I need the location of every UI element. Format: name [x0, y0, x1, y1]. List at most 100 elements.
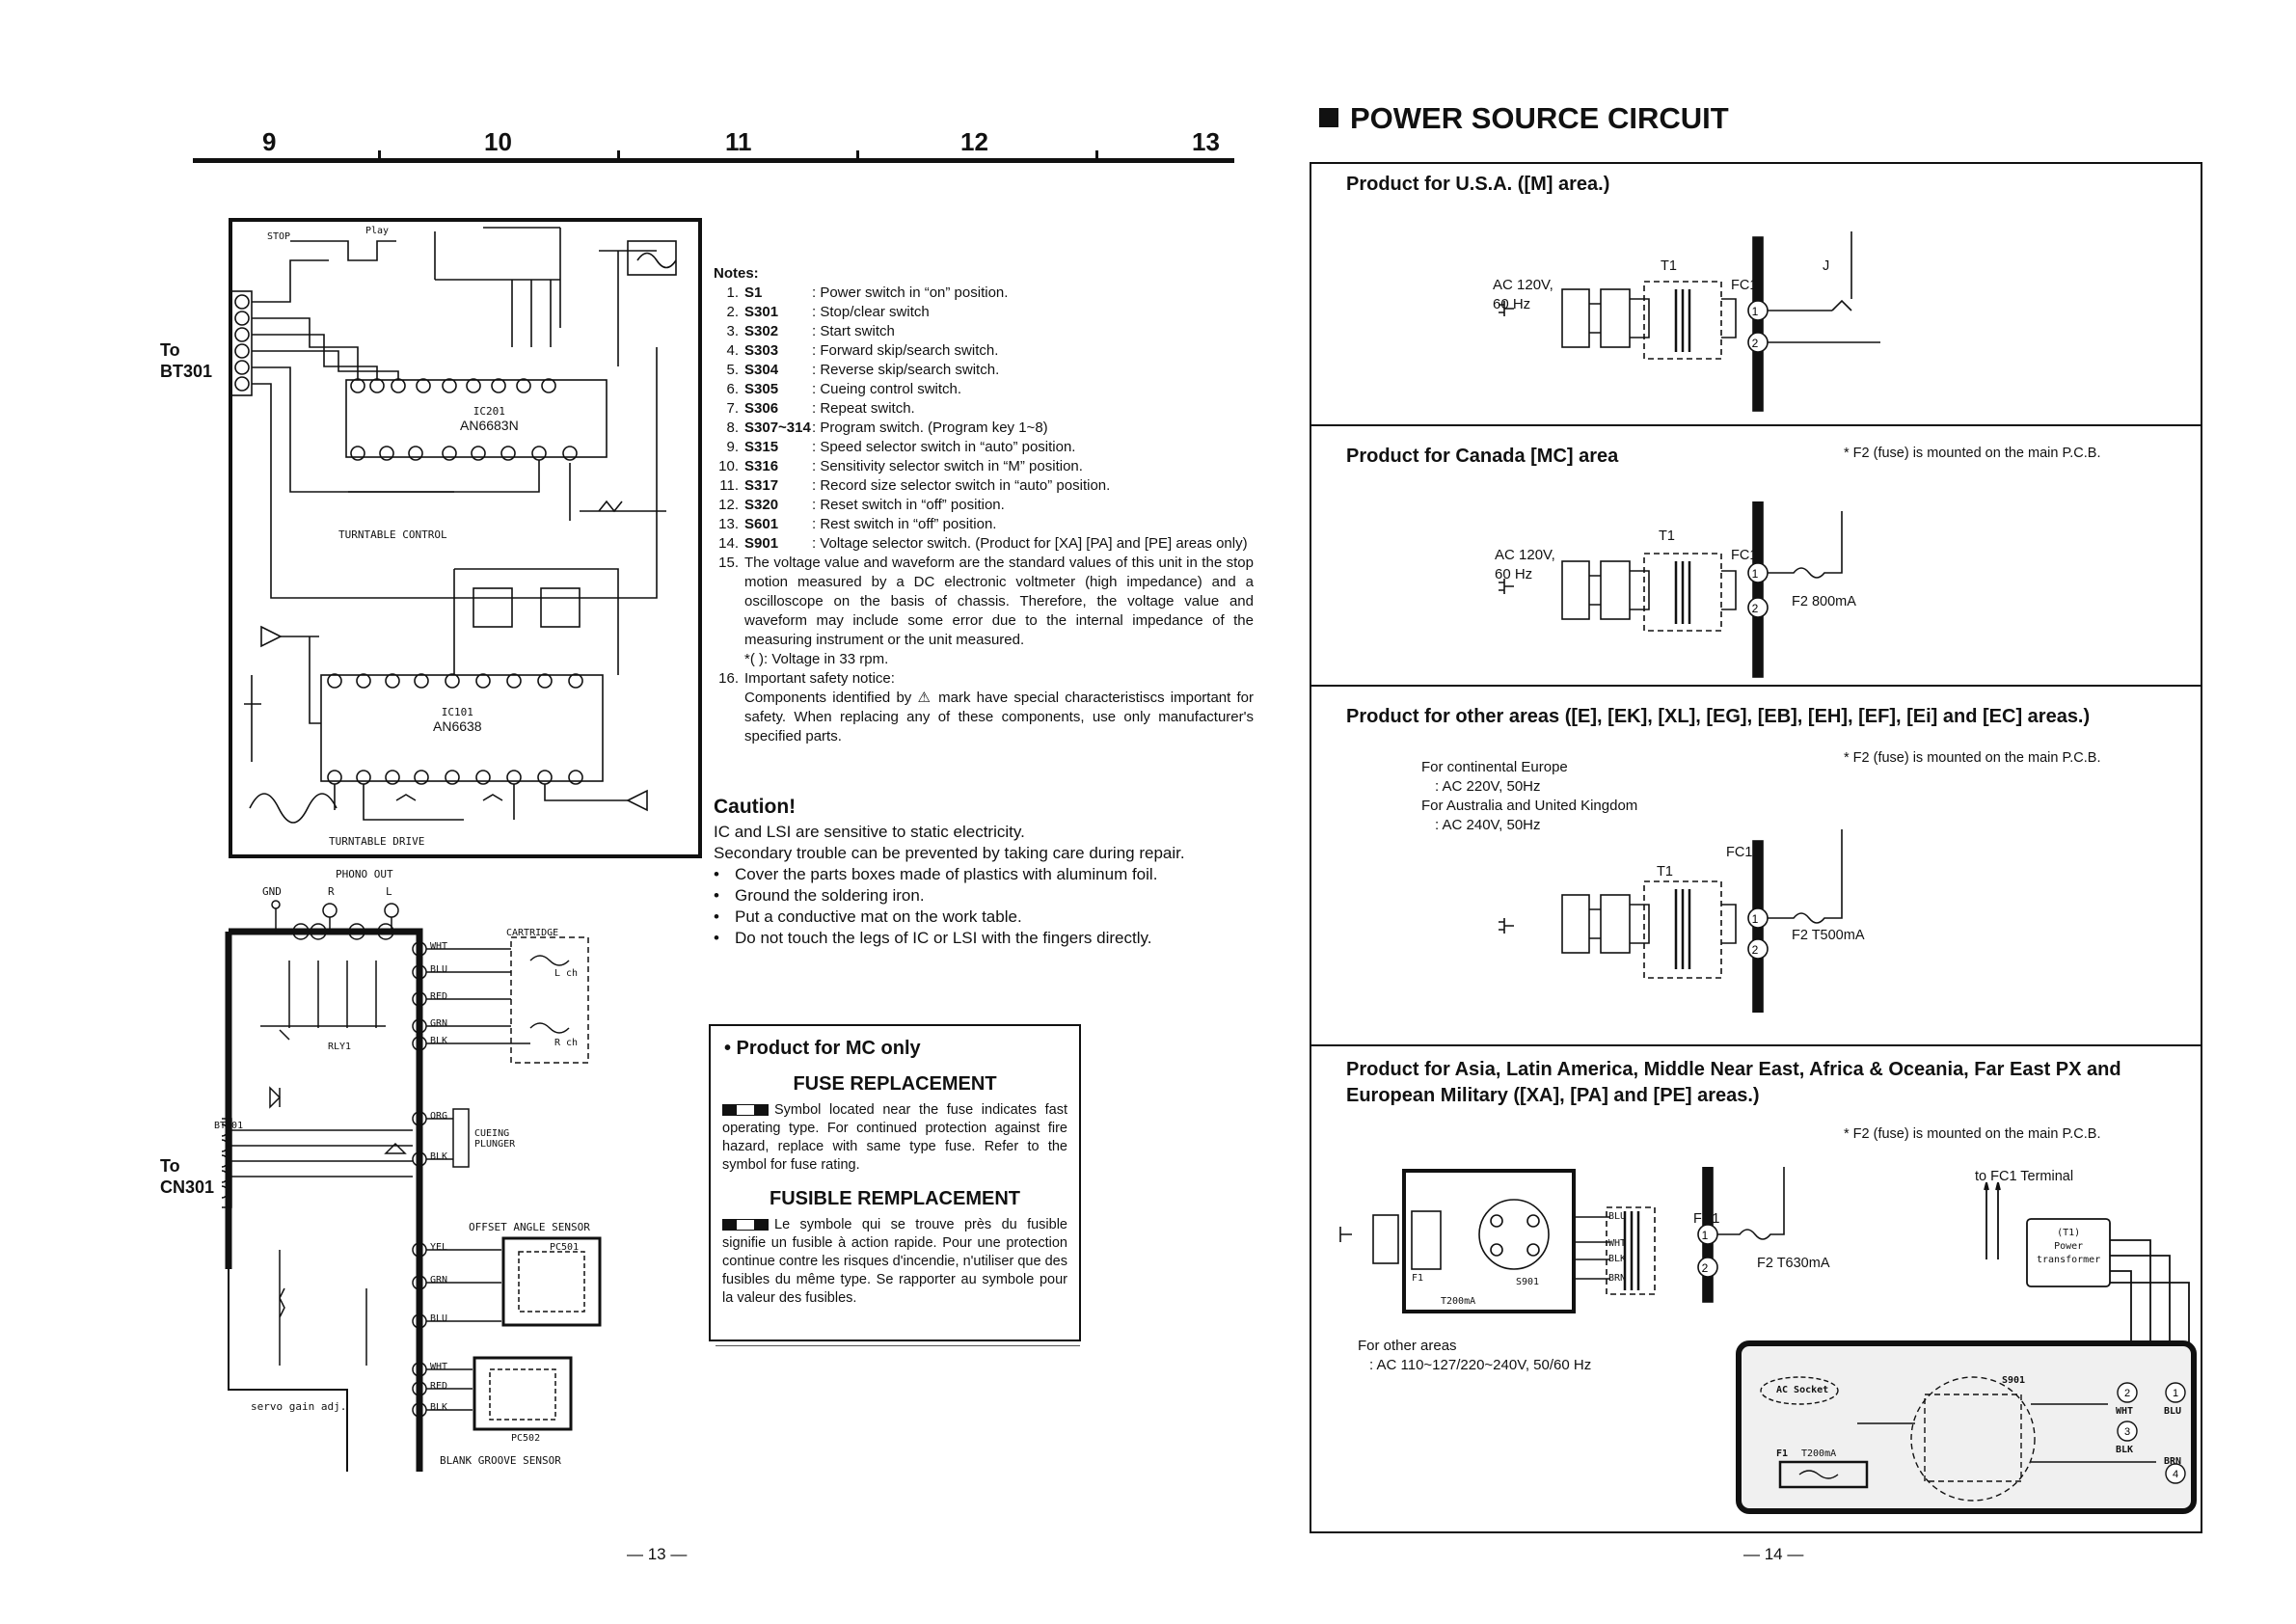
column-number: 9	[262, 127, 277, 156]
phono-schematic: PHONO OUT GND R L	[214, 864, 627, 1481]
fusible-replacement-text: Le symbole qui se trouve près du fusible…	[722, 1217, 1067, 1306]
canada-power-circuit: 1 2	[1499, 501, 1843, 678]
note-n: 4.	[726, 342, 739, 359]
note-n: 8.	[726, 420, 739, 436]
pcb-ac-socket-label: AC Socket	[1776, 1385, 1829, 1395]
wire-blk-lower: BLK	[430, 1151, 448, 1162]
note-n: 1.	[726, 284, 739, 301]
other-t1-label: T1	[1657, 864, 1673, 880]
usa-j-label: J	[1823, 258, 1830, 274]
note-key: S304	[744, 362, 779, 378]
lch-label: L ch	[554, 968, 579, 979]
wire-blu-asia: BLU	[1608, 1211, 1627, 1222]
pcb-blu-label: BLU	[2164, 1406, 2182, 1417]
note-n: 3.	[726, 323, 739, 339]
note-item: 9.S315: Speed selector switch in “auto” …	[714, 438, 1254, 457]
canada-fuse-note: * F2 (fuse) is mounted on the main P.C.B…	[1844, 446, 2101, 461]
note-item: 13.S601: Rest switch in “off” position.	[714, 515, 1254, 534]
column-number: 13	[1192, 127, 1220, 156]
power-source-frame	[1310, 162, 2202, 1533]
svg-text:1: 1	[1702, 1229, 1709, 1242]
note-desc: : Cueing control switch.	[812, 381, 962, 397]
note-item: 10.S316: Sensitivity selector switch in …	[714, 457, 1254, 476]
mc-fuse-box: • Product for MC only FUSE REPLACEMENT S…	[709, 1024, 1081, 1341]
wire-red: RED	[430, 991, 448, 1002]
square-bullet-icon	[1319, 107, 1338, 127]
column-ruler: 9 10 11 12 13	[193, 127, 1234, 166]
svg-text:1: 1	[2173, 1388, 2178, 1399]
note-key: S303	[744, 342, 779, 359]
note-desc: : Sensitivity selector switch in “M” pos…	[812, 458, 1083, 474]
note-item: 8.S307~314: Program switch. (Program key…	[714, 419, 1254, 438]
rly1-label: RLY1	[328, 1042, 352, 1052]
svg-text:1: 1	[1752, 567, 1759, 581]
note-key: S307~314	[744, 420, 811, 436]
offset-angle-sensor-label: OFFSET ANGLE SENSOR	[469, 1221, 590, 1233]
caution-bullet: Cover the parts boxes made of plastics w…	[714, 864, 1254, 885]
note-key: S320	[744, 497, 779, 513]
note-desc: : Forward skip/search switch.	[812, 342, 999, 359]
other-area-lines: For continental Europe : AC 220V, 50Hz F…	[1421, 759, 1638, 833]
wire-blk-sensor: BLK	[430, 1402, 448, 1413]
note-key: S315	[744, 439, 779, 455]
note-n: 12.	[718, 497, 739, 513]
other-fuse-note: * F2 (fuse) is mounted on the main P.C.B…	[1844, 750, 2101, 766]
note-key: S1	[744, 284, 763, 301]
note-16: 16. Important safety notice:	[718, 670, 895, 687]
usa-t1-label: T1	[1661, 258, 1677, 274]
other-fc1-label: FC1	[1726, 845, 1753, 860]
t1-power-transformer-label: (T1) Power transformer	[2037, 1228, 2101, 1265]
phono-schematic-drawing	[222, 900, 602, 1472]
ic201-label: IC201 AN6683N	[460, 405, 519, 433]
svg-text:2: 2	[1702, 1261, 1709, 1275]
caution-bullet: Do not touch the legs of IC or LSI with …	[714, 928, 1254, 949]
rch-label: R ch	[554, 1038, 579, 1048]
svg-text:4: 4	[2173, 1469, 2178, 1480]
asia-power-circuit: 1 2	[1339, 1167, 1785, 1313]
note-n: 6.	[726, 381, 739, 397]
servo-gain-label: servo gain adj.	[251, 1400, 347, 1413]
note-desc: : Reset switch in “off” position.	[812, 497, 1005, 513]
pcb-s901-label: S901	[2002, 1375, 2026, 1386]
note-desc: : Start switch	[812, 323, 895, 339]
note-desc: : Speed selector switch in “auto” positi…	[812, 439, 1076, 455]
note-key: S901	[744, 535, 779, 552]
wire-wht-sensor: WHT	[430, 1362, 448, 1372]
note-desc: : Stop/clear switch	[812, 304, 930, 320]
caution-line: Secondary trouble can be prevented by ta…	[714, 844, 1185, 862]
svg-text:2: 2	[2124, 1388, 2130, 1399]
usa-ac-label: AC 120V,60 Hz	[1493, 277, 1553, 312]
svg-text:1: 1	[1752, 305, 1759, 318]
note-item: 11.S317: Record size selector switch in …	[714, 476, 1254, 496]
fusible-replacement-title: FUSIBLE REMPLACEMENT	[770, 1188, 1020, 1209]
note-item: 7.S306: Repeat switch.	[714, 399, 1254, 419]
note-key: S305	[744, 381, 779, 397]
note-item: 4. S303 : Forward skip/search switch.	[714, 341, 1254, 361]
t1-wiring	[1984, 1182, 2190, 1356]
caution-list: Cover the parts boxes made of plastics w…	[714, 864, 1254, 949]
fuse-replacement-title: FUSE REPLACEMENT	[793, 1073, 997, 1095]
wire-blk-asia: BLK	[1608, 1254, 1627, 1264]
canada-fc1-label: FC1	[1731, 548, 1758, 563]
note-n: 7.	[726, 400, 739, 417]
column-number: 10	[484, 127, 512, 156]
note-desc: : Repeat switch.	[812, 400, 915, 417]
svg-text:2: 2	[1752, 943, 1759, 957]
r-label: R	[328, 885, 335, 898]
pcb-board-drawing: 2 1 3 4	[1760, 1376, 2186, 1502]
pcb-t200-label: T200mA	[1801, 1448, 1837, 1459]
svg-text:2: 2	[1752, 602, 1759, 615]
blank-groove-sensor-label: BLANK GROOVE SENSOR	[440, 1454, 561, 1467]
caution-section: Caution! IC and LSI are sensitive to sta…	[714, 797, 1254, 949]
note-desc: : Power switch in “on” position.	[812, 284, 1009, 301]
wire-wht-asia: WHT	[1608, 1238, 1627, 1249]
note-n: 5.	[726, 362, 739, 378]
note-item: 3.S302: Start switch	[714, 322, 1254, 341]
canada-t1-label: T1	[1659, 528, 1675, 544]
cartridge-label: CARTRIDGE	[506, 928, 559, 938]
note-desc: : Record size selector switch in “auto” …	[812, 477, 1111, 494]
asia-other-areas: For other areas : AC 110~127/220~240V, 5…	[1358, 1338, 1592, 1373]
turntable-schematic: STOP Play IC201 AN6683N TURNTABLE CONTRO…	[229, 218, 702, 858]
note-16-body: Components identified by ⚠ mark have spe…	[744, 690, 1254, 744]
